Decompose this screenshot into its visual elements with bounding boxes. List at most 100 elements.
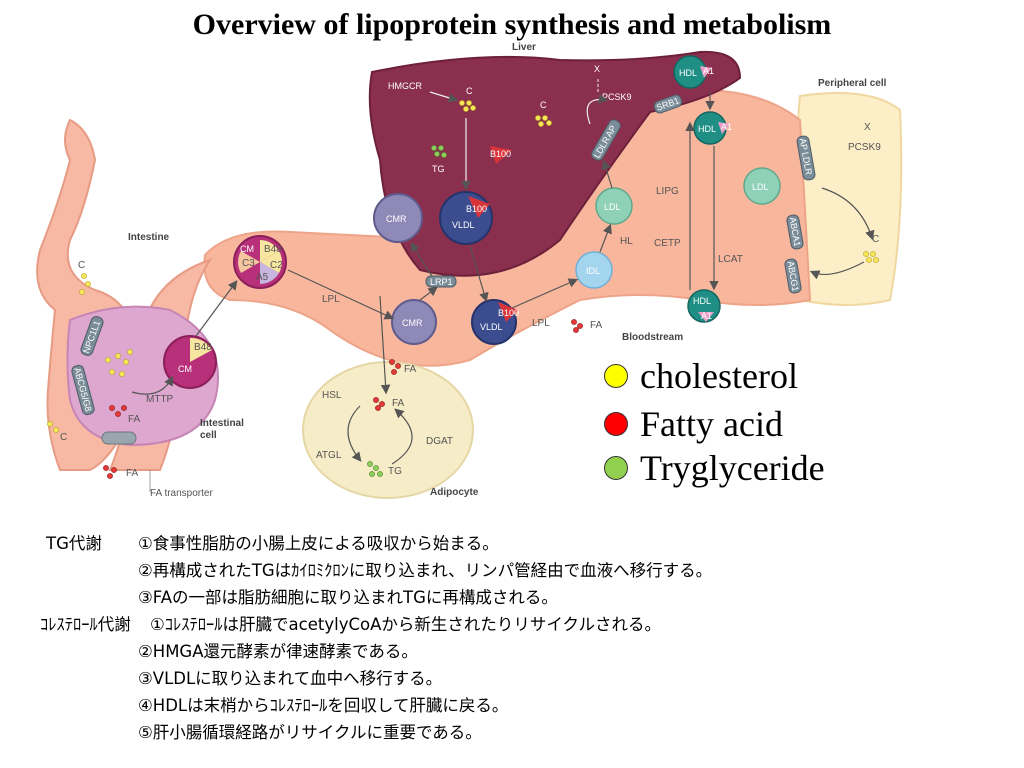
- intestine-c2-label: C: [60, 432, 67, 443]
- ldlr-recycle-arrow: [586, 94, 609, 125]
- adipocyte-cycle-left: [347, 405, 362, 462]
- lcat-label: LCAT: [718, 254, 743, 265]
- tg-line-3: ③FAの一部は脂肪細胞に取り込まれTGに再構成される。: [138, 588, 558, 607]
- x-label: X: [594, 64, 600, 74]
- hl-label: HL: [620, 236, 633, 247]
- liver-b100-tag-label: B100: [490, 149, 511, 159]
- liver-tg-label: TG: [432, 164, 445, 174]
- hmgcr-label: HMGCR: [388, 81, 422, 91]
- tg-line-2: ②再構成されたTGはｶｲﾛﾐｸﾛﾝに取り込まれ、リンパ管経由で血液へ移行する。: [138, 561, 713, 580]
- svg-text:LRP1: LRP1: [430, 277, 453, 287]
- svg-text:CMR: CMR: [386, 214, 407, 224]
- tg-line-1: ①食事性脂肪の小腸上皮による吸収から始まる。: [138, 534, 499, 553]
- page-title: Overview of lipoprotein synthesis and me…: [192, 8, 832, 41]
- bloodstream-label: Bloodstream: [622, 332, 683, 343]
- lrp1-receptor: LRP1: [425, 275, 457, 288]
- svg-text:A1: A1: [721, 122, 732, 132]
- intestine-fa-dots: [103, 405, 127, 479]
- svg-text:IDL: IDL: [586, 266, 600, 276]
- cmr-to-lrp1-arrow: [419, 286, 438, 301]
- legend-label-fatty-acid: Fatty acid: [640, 404, 783, 444]
- liver-cholesterol-dots-2: [535, 115, 552, 127]
- pcsk9-label: PCSK9: [602, 92, 632, 102]
- chol-line-5: ⑤肝小腸循環経路がリサイクルに重要である。: [138, 723, 482, 742]
- legend-label-triglyceride: Tryglyceride: [640, 448, 825, 488]
- peripheral-pcsk9-label: PCSK9: [848, 142, 881, 153]
- mttp-arrow: [131, 375, 174, 395]
- legend: cholesterol Fatty acid Tryglyceride: [604, 352, 825, 488]
- svg-text:CM: CM: [178, 364, 192, 374]
- cm-particle-intestine: B48 CM: [163, 335, 217, 389]
- svg-text:HDL: HDL: [698, 124, 716, 134]
- legend-item-triglyceride: Tryglyceride: [604, 448, 825, 488]
- intestine-cholesterol-dots: [47, 273, 133, 433]
- abca1-receptor: ABCA1: [786, 214, 804, 250]
- blood-fa-label-1: FA: [590, 320, 603, 331]
- svg-text:B48: B48: [194, 342, 212, 353]
- svg-text:AP: AP: [798, 137, 810, 151]
- atgl-label: ATGL: [316, 450, 342, 461]
- svg-text:VLDL: VLDL: [480, 322, 503, 332]
- cm-to-cmr-arrow: [287, 269, 395, 320]
- chol-line-2: ②HMGA還元酵素が律速酵素である。: [138, 642, 418, 661]
- chol-line-4: ④HDLは末梢からｺﾚｽﾃﾛｰﾙを回収して肝臓に戻る。: [138, 696, 509, 715]
- adipocyte-fa-dots: [373, 397, 385, 411]
- liver-c2-label: C: [540, 100, 547, 110]
- idl-particle: IDL: [575, 251, 613, 289]
- peripheral-cholesterol-dots: [863, 251, 879, 263]
- intestinal-cell-label-1: Intestinal: [200, 418, 244, 429]
- idl-to-ldl-arrow: [599, 223, 612, 253]
- peripheral-cell-label: Peripheral cell: [818, 78, 887, 89]
- svg-text:A1: A1: [701, 311, 712, 321]
- svg-text:CM: CM: [240, 244, 254, 254]
- lpl-label-2: LPL: [532, 318, 550, 329]
- svg-text:HDL: HDL: [693, 296, 711, 306]
- abcg1-receptor: ABCG1: [784, 258, 802, 294]
- adipocyte-tg-label: TG: [388, 466, 402, 477]
- adipocyte-cycle-right: [391, 408, 413, 465]
- legend-swatch-fatty-acid: [604, 412, 628, 436]
- peripheral-c-label: C: [872, 234, 879, 245]
- vldl-particle-blood: B100 VLDL: [471, 299, 519, 345]
- blood-fa-label-2: FA: [404, 364, 417, 375]
- lipoprotein-diagram: Liver Intestine Intestinal cell Peripher…: [36, 42, 903, 499]
- cholesterol-heading: ｺﾚｽﾃﾛｰﾙ代謝: [40, 615, 131, 634]
- liver-cholesterol-dots: [459, 100, 476, 112]
- peripheral-x-label: X: [864, 122, 871, 133]
- liver-cmr-particle: CMR: [373, 193, 423, 243]
- adipocyte-label: Adipocyte: [430, 487, 479, 498]
- cm-particle-blood: CM B48 C3 C2 A5: [233, 235, 287, 289]
- lipg-label: LIPG: [656, 186, 679, 197]
- liver-b100-tag: [490, 146, 512, 164]
- intestinal-cell-label-2: cell: [200, 430, 217, 441]
- svg-text:HDL: HDL: [679, 68, 697, 78]
- hdl-particle-bottom: HDL A1: [687, 289, 721, 323]
- svg-text:VLDL: VLDL: [452, 220, 475, 230]
- cetp-label: CETP: [654, 238, 681, 249]
- svg-text:B100: B100: [466, 204, 487, 214]
- hdl-particle-top: HDL A1: [673, 55, 714, 89]
- peripheral-ldl-uptake-arrow: [821, 187, 875, 241]
- liver-tg-dots: [431, 145, 447, 158]
- ldl-particle-peripheral: LDL: [743, 167, 781, 205]
- legend-swatch-cholesterol: [604, 364, 628, 388]
- fa-transporter-label: FA transporter: [150, 488, 213, 499]
- liver-label: Liver: [512, 42, 536, 53]
- lpl-label-1: LPL: [322, 294, 340, 305]
- peripheral-cell-shape: [794, 92, 903, 306]
- svg-text:LDLR: LDLR: [800, 151, 814, 176]
- peripheral-efflux-arrow: [809, 261, 865, 280]
- chol-line-3: ③VLDLに取り込まれて血中へ移行する。: [138, 669, 443, 688]
- svg-text:B48: B48: [264, 244, 282, 255]
- adipocyte-fa-label: FA: [392, 398, 405, 409]
- legend-swatch-triglyceride: [604, 456, 628, 480]
- svg-text:B100: B100: [498, 308, 519, 318]
- legend-item-cholesterol: cholesterol: [604, 352, 825, 400]
- intestine-fa-label: FA: [128, 414, 141, 425]
- vldl-export-arrow: [469, 245, 489, 303]
- cm-exit-arrow: [195, 280, 238, 337]
- blood-fa-dots: [389, 319, 583, 375]
